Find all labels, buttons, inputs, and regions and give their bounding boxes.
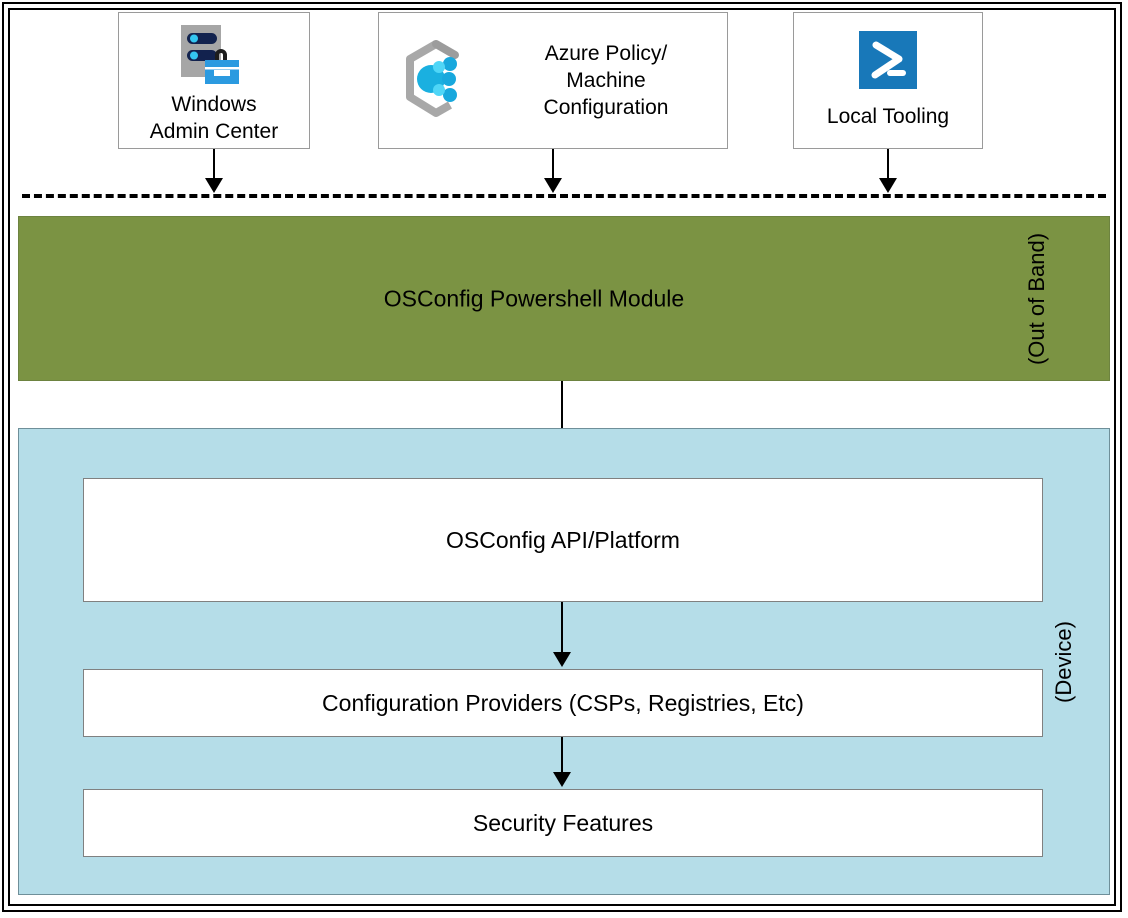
connector-arrow-providers-to-security [553, 772, 571, 787]
box-security-features[interactable]: Security Features [83, 789, 1043, 857]
source-label-windows-admin-center: Windows Admin Center [149, 93, 279, 143]
connector-line-providers-to-security [561, 737, 563, 775]
box-configuration-providers[interactable]: Configuration Providers (CSPs, Registrie… [83, 669, 1043, 737]
connector-arrow-api-to-providers [553, 652, 571, 667]
box-label-osconfig-api-platform: OSConfig API/Platform [446, 526, 680, 553]
server-toolbox-icon [175, 23, 253, 87]
source-box-local-tooling[interactable]: Local Tooling [793, 12, 983, 149]
inner-frame [8, 8, 1116, 906]
source-label-local-tooling: Local Tooling [826, 105, 950, 128]
connector-line-local [887, 149, 889, 180]
azure-policy-hexagon-icon [393, 35, 485, 127]
connector-line-wac [213, 149, 215, 180]
source-label-azure-policy: Azure Policy/ Machine Configuration [543, 42, 669, 119]
source-box-windows-admin-center[interactable]: Windows Admin Center [118, 12, 310, 149]
out-of-band-boundary-divider [22, 194, 1106, 198]
connector-arrow-wac [205, 178, 223, 193]
source-box-azure-policy[interactable]: Azure Policy/ Machine Configuration [378, 12, 728, 149]
band-out-of-band: OSConfig Powershell Module (Out of Band) [18, 216, 1110, 381]
connector-arrow-azure [544, 178, 562, 193]
powershell-icon [859, 31, 917, 89]
connector-arrow-local [879, 178, 897, 193]
band-title-osconfig-powershell-module: OSConfig Powershell Module [383, 285, 685, 311]
box-osconfig-api-platform[interactable]: OSConfig API/Platform [83, 478, 1043, 602]
band-side-label-device: (Device) [1051, 620, 1077, 703]
band-side-label-out-of-band: (Out of Band) [1023, 232, 1049, 365]
box-label-configuration-providers: Configuration Providers (CSPs, Registrie… [322, 689, 804, 716]
connector-line-azure [552, 149, 554, 180]
connector-line-module-to-api [561, 381, 563, 465]
box-label-security-features: Security Features [472, 809, 654, 836]
connector-line-api-to-providers [561, 602, 563, 654]
